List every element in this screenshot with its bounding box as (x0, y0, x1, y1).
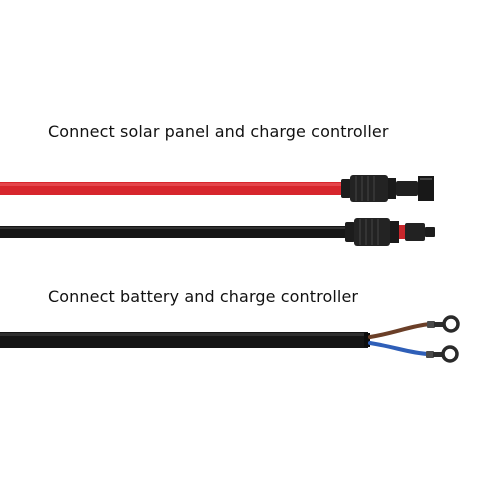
ring-terminal (433, 345, 459, 363)
solar-caption: Connect solar panel and charge controlle… (48, 122, 389, 141)
battery-caption: Connect battery and charge controller (48, 287, 359, 306)
mc4-male-connector (341, 175, 434, 202)
ring-terminal (434, 315, 460, 333)
battery-cable (0, 332, 370, 348)
black-cable (0, 226, 350, 238)
red-cable (0, 182, 345, 195)
mc4-female-connector (345, 218, 435, 246)
brown-wire (368, 321, 435, 339)
blue-wire (368, 341, 434, 358)
